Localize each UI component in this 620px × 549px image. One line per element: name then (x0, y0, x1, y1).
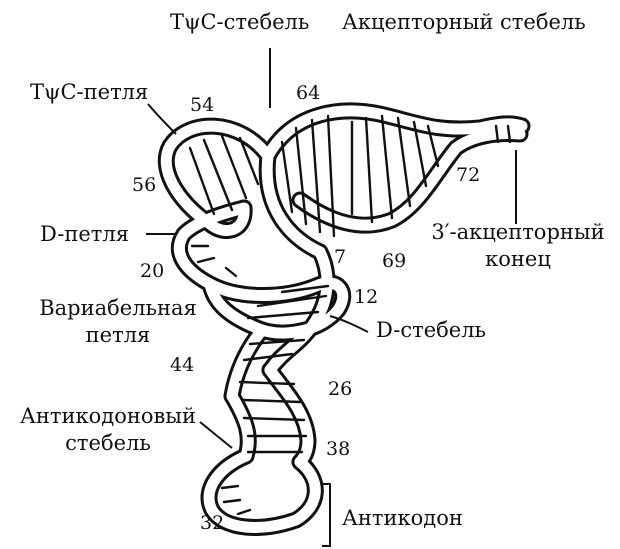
position-38: 38 (326, 440, 350, 459)
base-pair (282, 142, 292, 212)
position-54: 54 (190, 96, 214, 115)
base-pair (238, 510, 250, 514)
position-72: 72 (456, 166, 480, 185)
anticodon-loop (209, 456, 315, 527)
position-26: 26 (328, 380, 352, 399)
d-loop-label: D-петля (40, 224, 129, 245)
tpsic-stem-label: TψC-стебель (170, 12, 309, 33)
base-pair (398, 118, 410, 206)
base-pair (366, 118, 372, 222)
anticodon-stem-label: Антикодоновый стебель (8, 406, 208, 454)
base-pair (248, 312, 318, 318)
tpsic-loop-label: TψC-петля (30, 82, 148, 103)
position-32: 32 (200, 514, 224, 533)
position-69: 69 (382, 252, 406, 271)
d-stem-label: D-стебель (376, 320, 486, 341)
base-pair (382, 116, 392, 218)
base-pair (222, 486, 238, 488)
position-56: 56 (132, 176, 156, 195)
variable-loop-label-line2: петля (28, 325, 208, 346)
anticodon-stem-label-line2: стебель (8, 433, 208, 454)
acceptor-end-label-line1: 3′-акцепторный (428, 222, 608, 243)
acceptor-end-label-line2: конец (428, 249, 608, 270)
anticodon-stem-label-line1: Антикодоновый (8, 406, 208, 427)
position-44: 44 (170, 356, 194, 375)
position-64: 64 (296, 84, 320, 103)
acceptor-stem-label: Акцепторный стебель (342, 12, 586, 33)
tpsic-loop-leader (148, 104, 176, 134)
variable-loop-label: Вариабельная петля (28, 298, 208, 346)
anticodon-label: Антикодон (342, 508, 463, 529)
base-pair (224, 500, 240, 502)
position-12: 12 (354, 288, 378, 307)
variable-loop-label-line1: Вариабельная (28, 298, 208, 319)
acceptor-end-label: 3′-акцепторный конец (428, 222, 608, 270)
position-7: 7 (334, 248, 346, 267)
base-pair (198, 258, 214, 262)
base-pair (226, 268, 236, 276)
position-20: 20 (140, 262, 164, 281)
